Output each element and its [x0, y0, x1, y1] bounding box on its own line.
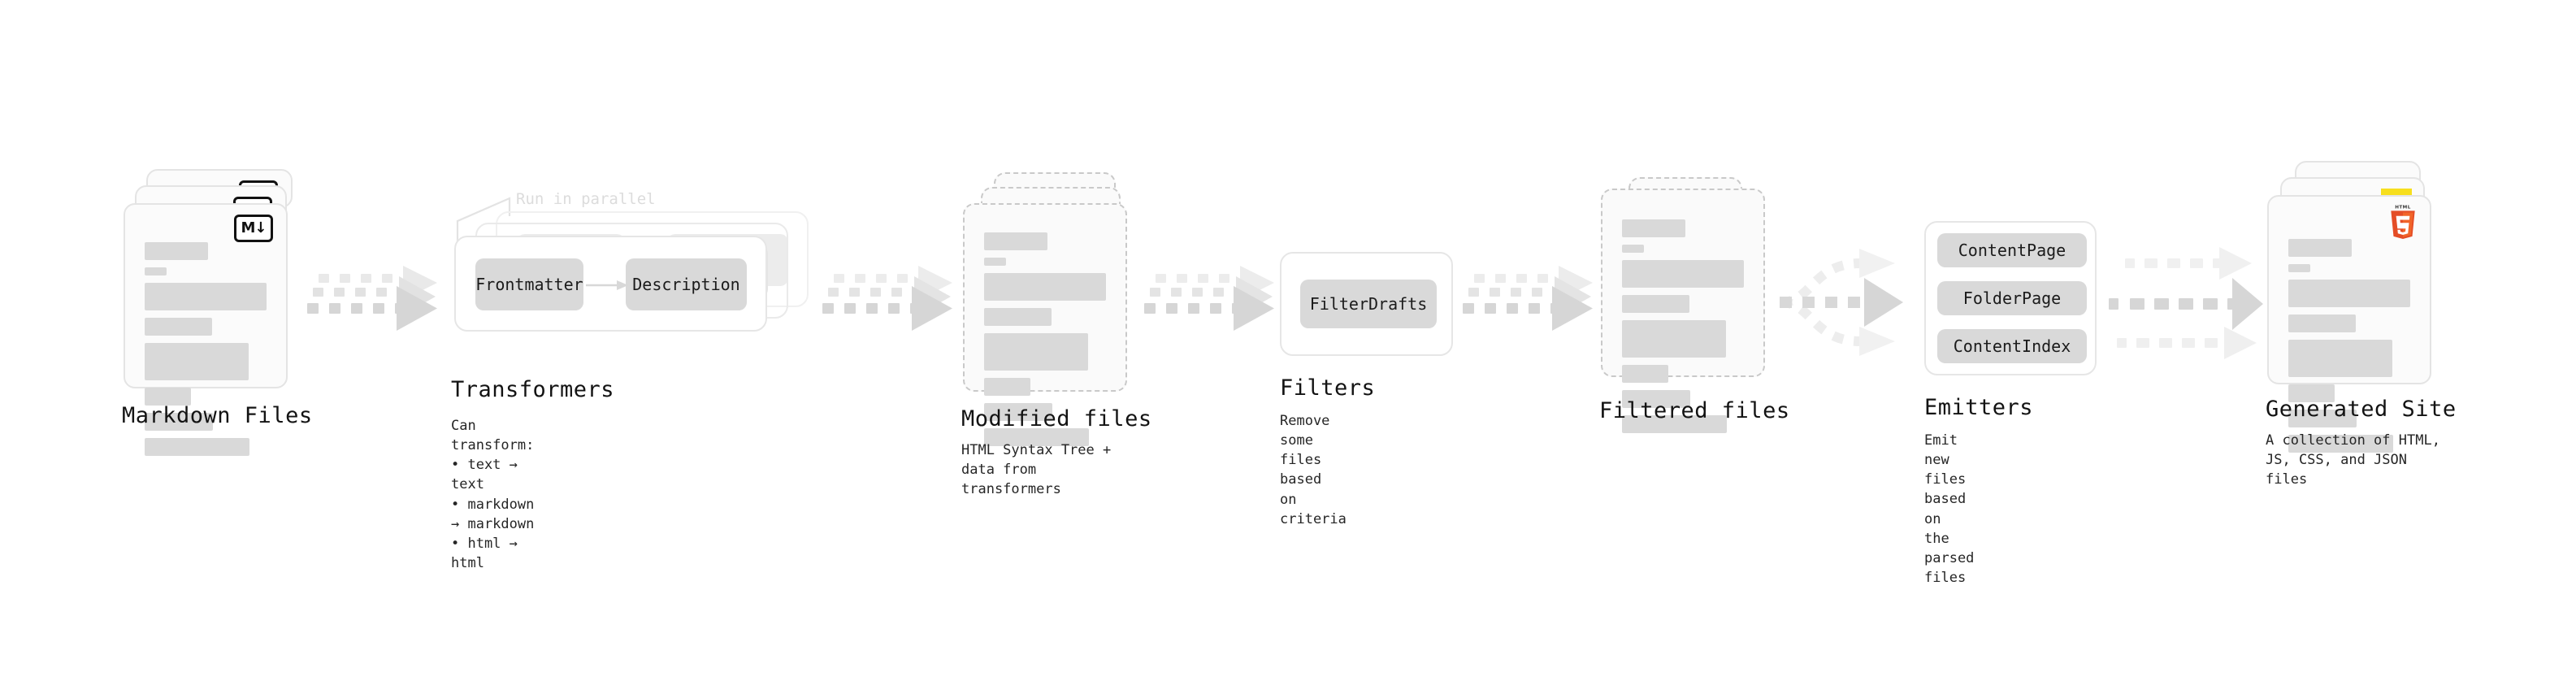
chip-folderpage[interactable]: FolderPage: [1937, 281, 2087, 315]
placeholder-line: [2288, 435, 2393, 453]
placeholder-line: [1622, 320, 1726, 358]
svg-text:HTML: HTML: [2395, 206, 2410, 210]
placeholder-line: [145, 267, 167, 275]
placeholder-line: [145, 242, 208, 260]
placeholder-line: [984, 308, 1052, 326]
placeholder-line: [1622, 295, 1689, 313]
filtered-file-stack: [1601, 177, 1776, 433]
md-badge-front: M↓: [234, 215, 273, 242]
stage-modified-files: Modified files HTML Syntax Tree + data f…: [961, 172, 1151, 497]
generated-site-stack: CSS HTML: [2267, 161, 2442, 453]
placeholder-line: [1622, 219, 1685, 237]
placeholder-line: [145, 318, 212, 336]
connector-modified-to-filters: [1144, 266, 1282, 346]
placeholder-line: [145, 388, 191, 406]
chip-filterdrafts[interactable]: FilterDrafts: [1300, 280, 1437, 328]
chip-frontmatter[interactable]: Frontmatter: [475, 258, 583, 310]
stage-subtitle-filters: Remove some files based on criteria: [1280, 413, 1347, 527]
placeholder-line: [1622, 260, 1744, 288]
placeholder-line: [2288, 280, 2410, 307]
emitters-group: ContentPage FolderPage ContentIndex: [1924, 221, 2097, 375]
connector-transformers-to-modified: [822, 266, 961, 346]
placeholder-lines: [1622, 219, 1744, 433]
placeholder-line: [984, 403, 1052, 421]
stage-subtitle-modified-files: HTML Syntax Tree + data from transformer…: [961, 442, 1112, 498]
stage-title-filters: Filters: [1280, 375, 1376, 401]
placeholder-line: [984, 333, 1088, 371]
connector-filtered-to-emitters: [1780, 229, 1926, 375]
generated-card-front: HTML: [2267, 195, 2431, 453]
placeholder-line: [145, 413, 213, 431]
placeholder-line: [984, 258, 1006, 266]
placeholder-lines: [984, 232, 1106, 446]
chip-contentindex[interactable]: ContentIndex: [1937, 329, 2087, 363]
stage-subtitle-emitters: Emit new files based on the parsed files: [1924, 432, 1975, 586]
run-in-parallel-label: Run in parallel: [516, 190, 656, 208]
modified-card-front: [963, 203, 1127, 446]
placeholder-line: [145, 438, 249, 456]
chip-contentpage[interactable]: ContentPage: [1937, 233, 2087, 267]
placeholder-line: [1622, 245, 1644, 253]
placeholder-line: [1622, 415, 1727, 433]
stage-generated-site: CSS HTML: [2266, 161, 2456, 488]
transformer-arrow: [586, 280, 628, 290]
placeholder-lines: [145, 242, 267, 456]
transformer-group-front: Frontmatter Description: [454, 236, 767, 332]
markdown-file-stack: M↓ M↓ M↓: [124, 169, 298, 456]
html5-badge-wrap: HTML: [2387, 203, 2418, 239]
stage-filtered-files: Filtered files: [1599, 177, 1789, 433]
placeholder-line: [984, 378, 1030, 396]
modified-file-stack: [963, 172, 1138, 446]
stage-title-modified-files: Modified files: [961, 406, 1152, 432]
stage-title-markdown-files: Markdown Files: [122, 403, 313, 428]
placeholder-line: [1622, 365, 1668, 383]
stage-title-generated-site: Generated Site: [2266, 397, 2457, 422]
connector-filters-to-filtered: [1463, 266, 1601, 346]
placeholder-line: [145, 343, 249, 380]
run-in-parallel-leader: [456, 197, 511, 242]
stage-title-emitters: Emitters: [1924, 395, 2034, 420]
markdown-card-front: M↓: [124, 203, 288, 456]
placeholder-line: [2288, 410, 2357, 427]
placeholder-line: [2288, 384, 2335, 402]
placeholder-line: [2288, 264, 2310, 272]
filters-group: FilterDrafts: [1280, 252, 1453, 356]
stage-subtitle-generated-site: A collection of HTML, JS, CSS, and JSON …: [2266, 432, 2440, 488]
stage-markdown-files: M↓ M↓ M↓: [122, 169, 312, 456]
placeholder-lines: [2288, 239, 2410, 453]
md-icon: M↓: [234, 215, 273, 242]
filtered-card-front: [1601, 189, 1765, 433]
placeholder-line: [984, 232, 1047, 250]
html5-icon: HTML: [2391, 206, 2415, 239]
connector-markdown-to-transformers: [307, 266, 445, 346]
stage-title-filtered-files: Filtered files: [1599, 398, 1790, 423]
chip-description[interactable]: Description: [626, 258, 747, 310]
placeholder-line: [984, 273, 1106, 301]
placeholder-line: [2288, 239, 2352, 257]
stage-title-transformers: Transformers: [451, 377, 615, 402]
placeholder-line: [2288, 314, 2356, 332]
stage-subtitle-transformers: Can transform: • text → text • markdown …: [451, 418, 535, 571]
placeholder-line: [1622, 390, 1690, 408]
placeholder-line: [145, 283, 267, 310]
placeholder-line: [984, 428, 1089, 446]
connector-emitters-to-site: [2109, 236, 2263, 374]
placeholder-line: [2288, 340, 2392, 377]
